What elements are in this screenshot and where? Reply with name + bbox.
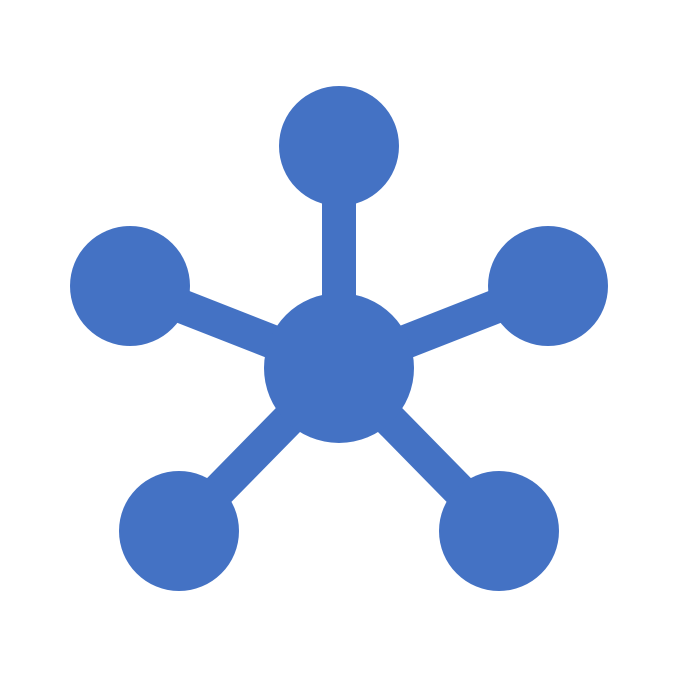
node-hub: [264, 293, 414, 443]
node-top: [279, 86, 399, 206]
node-bottom-right: [439, 471, 559, 591]
node-right: [488, 226, 608, 346]
node-bottom-left: [119, 471, 239, 591]
node-left: [70, 226, 190, 346]
